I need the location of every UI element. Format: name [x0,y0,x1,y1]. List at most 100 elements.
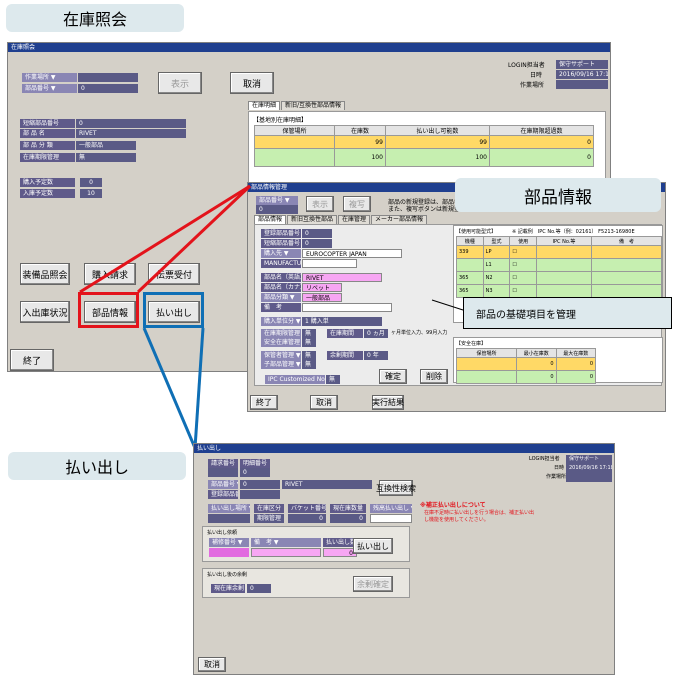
payout-button[interactable]: 払い出し [148,301,200,323]
work-place-field[interactable] [78,73,138,82]
s1-col-remarks[interactable]: 備 考 ▼ [251,538,321,547]
parts-cancel-button[interactable]: 取消 [310,395,338,410]
cell-remarks[interactable] [591,245,662,259]
confirm-button[interactable]: 確定 [379,369,407,384]
cell-remarks[interactable] [591,258,662,272]
part-no-label[interactable]: 部品番号 ▼ [22,84,77,93]
use-checkbox[interactable]: ☐ [509,245,537,259]
payout-part-no-field[interactable]: 0 [240,480,280,489]
end-button[interactable]: 終了 [10,349,54,371]
cell-ipc[interactable] [536,271,592,285]
class-field[interactable]: 一般部品 [302,293,342,302]
table-row[interactable]: L1☐ [456,258,662,272]
remarks-field[interactable] [302,303,392,312]
cell-remarks[interactable] [591,271,662,285]
parts-end-button[interactable]: 終了 [250,395,278,410]
s1-repair-field[interactable] [209,548,249,557]
stock-mgmt-field-2[interactable]: 無 [302,329,316,338]
tab-parts-info[interactable]: 部品情報 [254,215,287,224]
name-kana-field[interactable]: リベット [302,283,342,292]
class-label[interactable]: 部品分類 ▼ [261,293,301,302]
use-checkbox[interactable]: ☐ [509,271,537,285]
parts-part-no-label[interactable]: 部品番号 ▼ [256,196,298,205]
purchase-unit-field[interactable]: 1 購入単 [302,317,382,326]
tab-compat[interactable]: 新旧/互換性部品情報 [281,101,346,110]
payout-highlight [143,292,204,328]
surplus-confirm-button[interactable]: 余剰確定 [353,576,393,592]
purchase-unit-label[interactable]: 購入単位分 ▼ [261,317,301,326]
use-checkbox[interactable]: ☐ [509,284,537,298]
parts-info-callout: 部品情報 [455,178,661,212]
table-row[interactable]: 100 100 0 [254,148,595,167]
display-button[interactable]: 表示 [158,72,202,94]
safety-field[interactable]: 無 [302,338,316,347]
parts-display-button[interactable]: 表示 [306,196,334,212]
parts-exec-button[interactable]: 実行結果 [372,395,404,410]
col-qty: 現在庫数量 [330,504,366,513]
qty-cell: 0 [330,514,366,523]
purchase-request-button[interactable]: 購入請求 [84,263,136,285]
parts-info-button[interactable]: 部品情報 [84,301,136,323]
cell-remarks[interactable] [591,284,662,298]
payout-cancel-button[interactable]: 取消 [198,657,226,672]
cell-max[interactable]: 0 [555,357,596,371]
equipment-button[interactable]: 装備品照会 [20,263,70,285]
stock-mgmt-label-2[interactable]: 在庫期限管理 ▼ [261,329,301,338]
short-part-label-2: 短縮部品番号 [261,239,301,248]
payout-place-cell[interactable] [208,514,250,523]
slip-detail-field[interactable]: 0 [240,468,270,477]
cell-ipc[interactable] [536,284,592,298]
cell-max[interactable]: 0 [555,370,596,384]
payout-part-no-label[interactable]: 部品番号 ▼ [208,480,238,489]
col-remain[interactable]: 残高払い出し ▼ [370,504,412,513]
cell-min[interactable]: 0 [516,357,557,371]
sub-field[interactable]: 無 [302,360,316,369]
mfr-code-field[interactable] [302,259,357,268]
inout-status-button[interactable]: 入出庫状況 [20,301,70,323]
s1-qty-field[interactable]: 0 [323,548,357,557]
table-row[interactable]: 99 99 0 [254,135,595,149]
stock-mgmt-label: 在庫期限管理 [20,153,75,162]
tab-compat-parts[interactable]: 新旧互換性部品 [287,215,338,224]
sub-label[interactable]: 子部品管理 ▼ [261,360,301,369]
use-checkbox[interactable]: ☐ [509,258,537,272]
storage-label[interactable]: 保管者管理 ▼ [261,351,301,360]
safety-label[interactable]: 安全在庫管理 ▼ [261,338,301,347]
maker-field[interactable]: EUROCOPTER JAPAN [302,249,402,258]
cancel-button[interactable]: 取消 [230,72,274,94]
maker-label[interactable]: 購入先 ▼ [261,249,301,258]
s1-col-qty: 払い出し数 [323,538,357,547]
parts-note-text: 部品の基礎項目を管理 [476,309,576,321]
s1-remarks-field[interactable] [251,548,321,557]
tab-stock-mgmt[interactable]: 在庫管理 [338,215,371,224]
parts-copy-button[interactable]: 複写 [343,196,371,212]
slip-no-field[interactable] [208,468,238,477]
ipc-label[interactable]: IPC Customized No.管理 ▼ [265,375,325,384]
payout-exec-button[interactable]: 払い出し [353,538,393,554]
parts-part-no-field[interactable]: 0 [256,205,298,214]
storage-field[interactable]: 無 [302,351,316,360]
payout-reg-part-field [240,490,280,499]
compat-search-button[interactable]: 互換性検索 [376,480,416,496]
col-payout-place[interactable]: 払い出し場所 ▼ [208,504,250,513]
tab-maker-info[interactable]: メーカー部品情報 [371,215,428,224]
slip-receive-button[interactable]: 伝票受付 [148,263,200,285]
payout-login-label: LOGIN担当者 [529,456,560,462]
name-jp-field[interactable]: RIVET [302,273,382,282]
cell-min[interactable]: 0 [516,370,557,384]
cell-ipc[interactable] [536,245,592,259]
work-place-label[interactable]: 作業場所 ▼ [22,73,77,82]
ipc-field[interactable]: 無 [326,375,340,384]
remain-cell[interactable] [370,514,412,523]
cell-type: LP [482,245,511,259]
part-no-field[interactable]: 0 [78,84,138,93]
s1-col-repair[interactable]: 補修番号 ▼ [209,538,249,547]
cell-ipc[interactable] [536,258,592,272]
tab-stock-detail[interactable]: 在庫明細 [248,101,281,110]
delete-button[interactable]: 削除 [420,369,448,384]
